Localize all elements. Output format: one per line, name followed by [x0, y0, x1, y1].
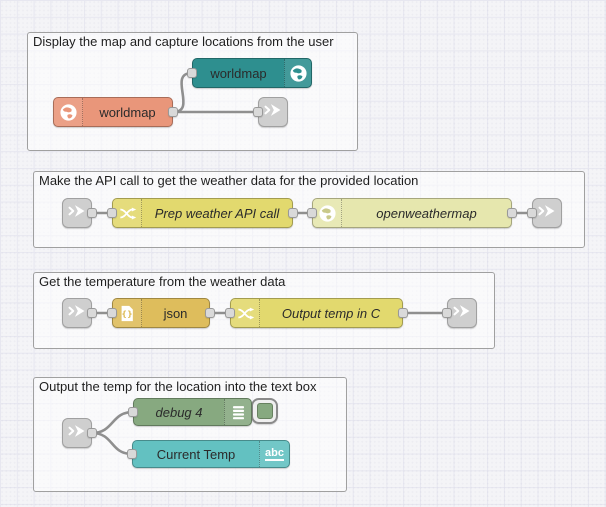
input-port[interactable] — [253, 107, 263, 117]
link-arrow-icon — [452, 301, 472, 326]
output-port[interactable] — [168, 107, 178, 117]
worldmap-node[interactable]: worldmap — [192, 58, 312, 88]
openweathermap-node[interactable]: openweathermap — [312, 198, 512, 228]
group-output-temp[interactable]: Output the temp for the location into th… — [33, 377, 347, 492]
node-label: worldmap — [99, 104, 156, 120]
link-arrow-icon — [67, 201, 87, 226]
input-port[interactable] — [107, 208, 117, 218]
input-port[interactable] — [225, 308, 235, 318]
globe-icon — [54, 98, 83, 126]
link-out-node[interactable] — [258, 97, 288, 127]
group-title: Get the temperature from the weather dat… — [39, 274, 286, 289]
console-list-icon — [224, 399, 251, 425]
output-port[interactable] — [205, 308, 215, 318]
group-display-map[interactable]: Display the map and capture locations fr… — [27, 32, 358, 151]
node-label: Current Temp — [156, 446, 236, 462]
input-port[interactable] — [107, 308, 117, 318]
link-out-node[interactable] — [532, 198, 562, 228]
output-port[interactable] — [87, 208, 97, 218]
link-out-node[interactable] — [447, 298, 477, 328]
output-port[interactable] — [87, 308, 97, 318]
node-label: Prep weather API call — [154, 205, 280, 221]
link-arrow-icon — [67, 421, 87, 446]
worldmap-in-node[interactable]: worldmap — [53, 97, 173, 127]
output-port[interactable] — [87, 428, 97, 438]
globe-icon — [313, 199, 342, 227]
debug-toggle-indicator — [256, 403, 273, 419]
debug-enable-toggle[interactable] — [251, 398, 278, 424]
input-port[interactable] — [128, 407, 138, 417]
input-port[interactable] — [307, 208, 317, 218]
wire[interactable] — [91, 410, 134, 435]
node-label: Output temp in C — [281, 305, 381, 321]
input-port[interactable] — [187, 68, 197, 78]
output-port[interactable] — [398, 308, 408, 318]
input-port[interactable] — [127, 449, 137, 459]
group-title: Make the API call to get the weather dat… — [39, 173, 419, 188]
input-port[interactable] — [527, 208, 537, 218]
node-label: debug 4 — [155, 404, 203, 420]
ui-text-node[interactable]: Current Temp abc — [132, 440, 290, 468]
wire[interactable] — [91, 431, 133, 456]
node-label: worldmap — [210, 65, 267, 81]
input-port[interactable] — [442, 308, 452, 318]
change-node-prep-weather[interactable]: Prep weather API call — [112, 198, 293, 228]
group-title: Display the map and capture locations fr… — [33, 34, 334, 49]
shuffle-icon — [113, 199, 142, 227]
link-arrow-icon — [67, 301, 87, 326]
shuffle-icon — [231, 299, 260, 327]
node-label: json — [163, 305, 188, 321]
node-label: openweathermap — [376, 205, 477, 221]
change-node-output-temp[interactable]: Output temp in C — [230, 298, 403, 328]
link-arrow-icon — [263, 100, 283, 125]
debug-node[interactable]: debug 4 — [133, 398, 252, 426]
globe-icon — [284, 59, 311, 87]
group-title: Output the temp for the location into th… — [39, 379, 317, 394]
json-node[interactable]: {} json — [112, 298, 210, 328]
json-file-icon: {} — [113, 299, 142, 327]
abc-text-icon: abc — [259, 441, 289, 467]
output-port[interactable] — [507, 208, 517, 218]
output-port[interactable] — [288, 208, 298, 218]
link-in-node[interactable] — [62, 198, 92, 228]
link-arrow-icon — [537, 201, 557, 226]
svg-text:{}: {} — [121, 308, 133, 318]
